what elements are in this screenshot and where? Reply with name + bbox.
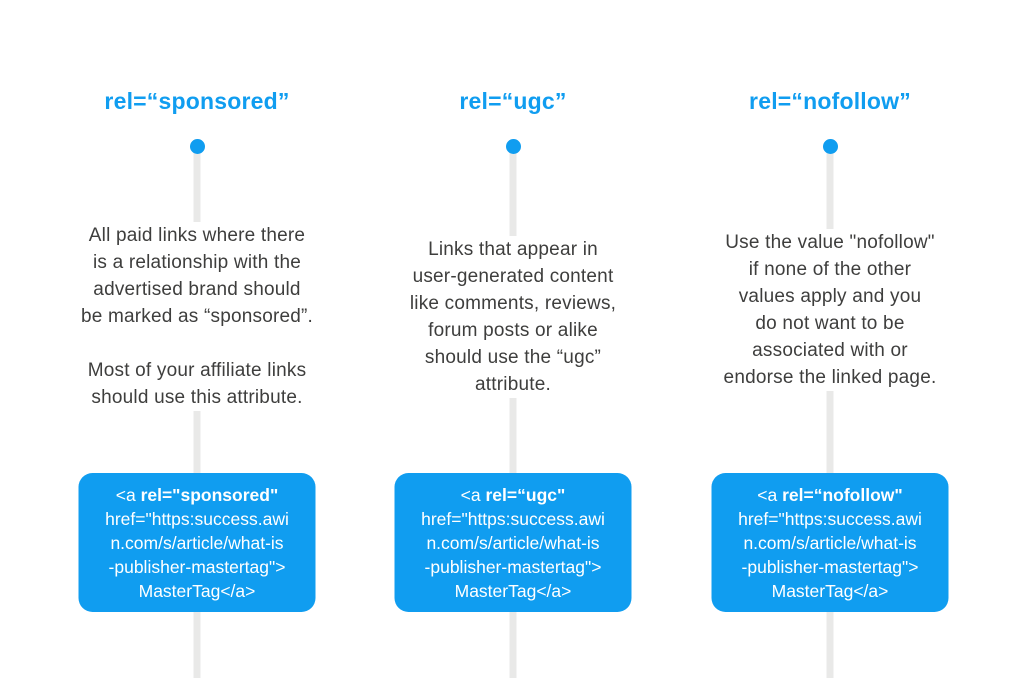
timeline-dot-icon xyxy=(189,139,205,154)
code-prefix: <a xyxy=(757,484,783,505)
code-example-text: <a rel="sponsored" href="https:success.a… xyxy=(105,483,289,603)
timeline-line xyxy=(509,152,517,678)
column-description: Use the value "nofollow"if none of the o… xyxy=(680,229,980,391)
code-rel-attribute: rel=“nofollow" xyxy=(782,484,903,505)
timeline-line xyxy=(826,152,834,678)
column-heading: rel=“ugc” xyxy=(459,88,567,114)
code-example-box: <a rel=“nofollow" href="https:success.aw… xyxy=(711,473,949,612)
code-example-text: <a rel=“nofollow" href="https:success.aw… xyxy=(738,483,922,603)
timeline-line xyxy=(193,152,201,678)
code-prefix: <a xyxy=(115,484,141,505)
column-heading: rel=“nofollow” xyxy=(749,88,911,114)
code-prefix: <a xyxy=(460,484,486,505)
attribute-column: rel=“nofollow” Use the value "nofollow"i… xyxy=(680,0,980,682)
code-rel-attribute: rel=“ugc" xyxy=(485,484,566,505)
attribute-column: rel=“sponsored” All paid links where the… xyxy=(47,0,347,682)
description-paragraph: Use the value "nofollow"if none of the o… xyxy=(723,232,937,388)
column-heading: rel=“sponsored” xyxy=(104,88,290,114)
code-example-box: <a rel="sponsored" href="https:success.a… xyxy=(78,473,316,612)
timeline-dot-icon xyxy=(822,139,838,154)
timeline-dot-icon xyxy=(505,139,521,154)
code-rel-attribute: rel="sponsored" xyxy=(140,484,279,505)
